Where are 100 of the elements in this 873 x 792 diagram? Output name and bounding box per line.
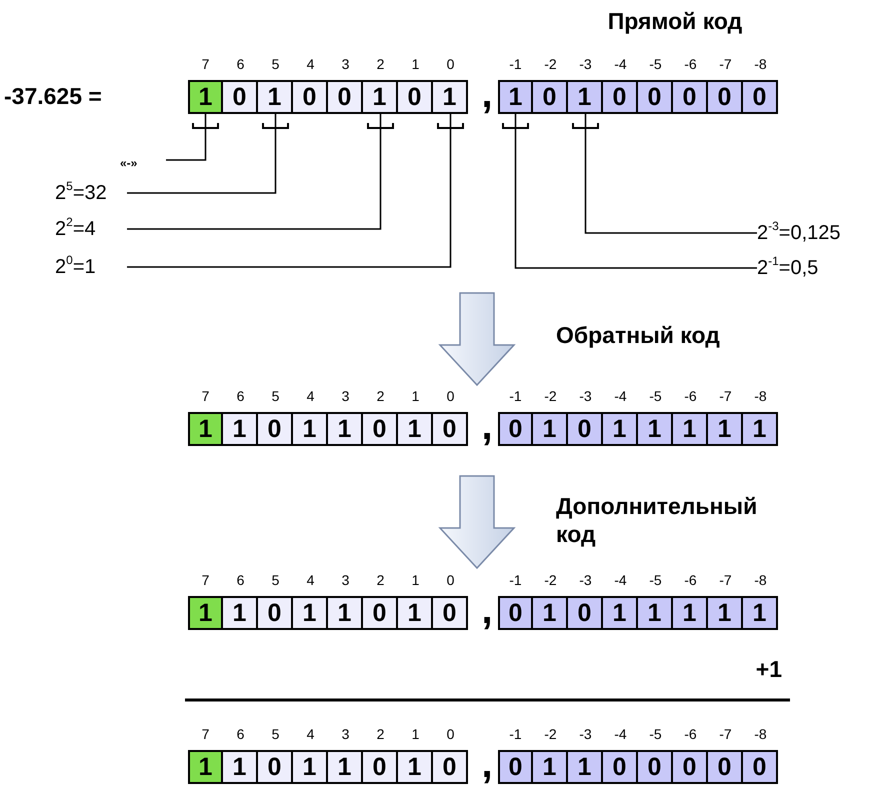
bit-index: -8 xyxy=(753,726,768,743)
bit-cell: 1 xyxy=(188,596,223,630)
bit-index: 3 xyxy=(340,726,350,743)
bit-cell: 1 xyxy=(291,596,328,630)
bit-index: 2 xyxy=(376,56,386,73)
bit-index: 7 xyxy=(200,388,210,405)
bit-index: -7 xyxy=(718,56,733,73)
bit-cell: 0 xyxy=(741,80,778,114)
bit-index: 0 xyxy=(446,388,456,405)
bit-cell: 0 xyxy=(706,80,743,114)
bit-cell: 1 xyxy=(706,412,743,446)
bit-index: -4 xyxy=(613,56,628,73)
bit-cell: 0 xyxy=(361,412,398,446)
bit-index: 3 xyxy=(340,56,350,73)
bit-index: -4 xyxy=(613,726,628,743)
bit-index: 4 xyxy=(306,726,316,743)
bit-index: -6 xyxy=(683,388,698,405)
bit-index: 1 xyxy=(410,388,420,405)
bit-cell: 1 xyxy=(431,80,468,114)
bit-cell: 0 xyxy=(431,596,468,630)
bit-weight-label: 2$^{0}$=1 xyxy=(55,255,127,279)
bit-index: 0 xyxy=(446,726,456,743)
bit-index: 2 xyxy=(376,388,386,405)
bit-cell: 0 xyxy=(601,80,638,114)
bit-index: 7 xyxy=(200,726,210,743)
bit-cell: 0 xyxy=(396,80,433,114)
bit-index: 7 xyxy=(200,572,210,589)
bit-cell: 1 xyxy=(396,750,433,784)
bit-weight-label: «-» xyxy=(120,151,166,169)
bit-index: 5 xyxy=(270,726,280,743)
bit-index: -3 xyxy=(578,56,593,73)
bit-cell: 1 xyxy=(396,596,433,630)
increment-label: +1 xyxy=(754,656,782,684)
bit-index: 0 xyxy=(446,572,456,589)
bit-index: -2 xyxy=(543,388,558,405)
leader-line xyxy=(127,114,276,194)
bit-cell: 0 xyxy=(671,750,708,784)
bit-index: -5 xyxy=(648,726,663,743)
bit-weight-label: 2$^{5}$=32 xyxy=(55,181,127,205)
bit-index: -8 xyxy=(753,388,768,405)
bit-index: -2 xyxy=(543,56,558,73)
bit-index: -8 xyxy=(753,572,768,589)
bit-cell: 0 xyxy=(671,80,708,114)
bit-index: 0 xyxy=(446,56,456,73)
bit-cell: 0 xyxy=(291,80,328,114)
title: Прямой код xyxy=(606,8,744,36)
bit-cell: 1 xyxy=(566,750,603,784)
bit-cell: 1 xyxy=(671,596,708,630)
bit-cell: 0 xyxy=(256,750,293,784)
bit-cell: 1 xyxy=(601,412,638,446)
bit-cell: 0 xyxy=(498,596,533,630)
bit-index: -3 xyxy=(578,572,593,589)
bit-index: 6 xyxy=(236,56,246,73)
bit-cell: 1 xyxy=(741,412,778,446)
bit-index: -5 xyxy=(648,56,663,73)
bit-cell: 1 xyxy=(741,596,778,630)
bit-index: -2 xyxy=(543,726,558,743)
bit-index: 1 xyxy=(410,56,420,73)
leader-line xyxy=(127,114,452,268)
bit-cell: 1 xyxy=(221,596,258,630)
bit-index: -3 xyxy=(578,388,593,405)
bit-index: 1 xyxy=(410,726,420,743)
bit-cell: 0 xyxy=(531,80,568,114)
comma: , xyxy=(480,744,494,784)
bit-cell: 1 xyxy=(636,412,673,446)
bit-index: 2 xyxy=(376,726,386,743)
bit-weight-label: 2$^{-1}$=0,5 xyxy=(757,256,847,280)
bit-index: 4 xyxy=(306,388,316,405)
bit-cell: 1 xyxy=(531,750,568,784)
bit-index: -6 xyxy=(683,726,698,743)
bit-cell: 0 xyxy=(636,80,673,114)
bit-index: -7 xyxy=(718,388,733,405)
bit-index: 6 xyxy=(236,726,246,743)
comma: , xyxy=(480,74,494,114)
bit-cell: 1 xyxy=(291,412,328,446)
bit-index: -5 xyxy=(648,388,663,405)
bit-cell: 0 xyxy=(741,750,778,784)
comma: , xyxy=(480,590,494,630)
bit-index: 5 xyxy=(270,56,280,73)
bit-index: -1 xyxy=(508,56,523,73)
bit-index: -6 xyxy=(683,572,698,589)
bit-index: 4 xyxy=(306,572,316,589)
bit-cell: 1 xyxy=(706,596,743,630)
bit-cell: 0 xyxy=(256,412,293,446)
bit-index: -1 xyxy=(508,388,523,405)
bit-cell: 1 xyxy=(531,596,568,630)
bit-cell: 1 xyxy=(566,80,603,114)
leader-line xyxy=(127,114,382,230)
bit-cell: 0 xyxy=(361,750,398,784)
bit-cell: 1 xyxy=(636,596,673,630)
bit-index: 5 xyxy=(270,388,280,405)
bit-cell: 1 xyxy=(531,412,568,446)
bit-cell: 1 xyxy=(498,80,533,114)
bit-cell: 0 xyxy=(601,750,638,784)
leader-line xyxy=(584,114,757,234)
bit-cell: 0 xyxy=(566,596,603,630)
bit-index: -1 xyxy=(508,726,523,743)
bit-index: -7 xyxy=(718,572,733,589)
bit-index: 3 xyxy=(340,572,350,589)
bit-cell: 1 xyxy=(326,412,363,446)
